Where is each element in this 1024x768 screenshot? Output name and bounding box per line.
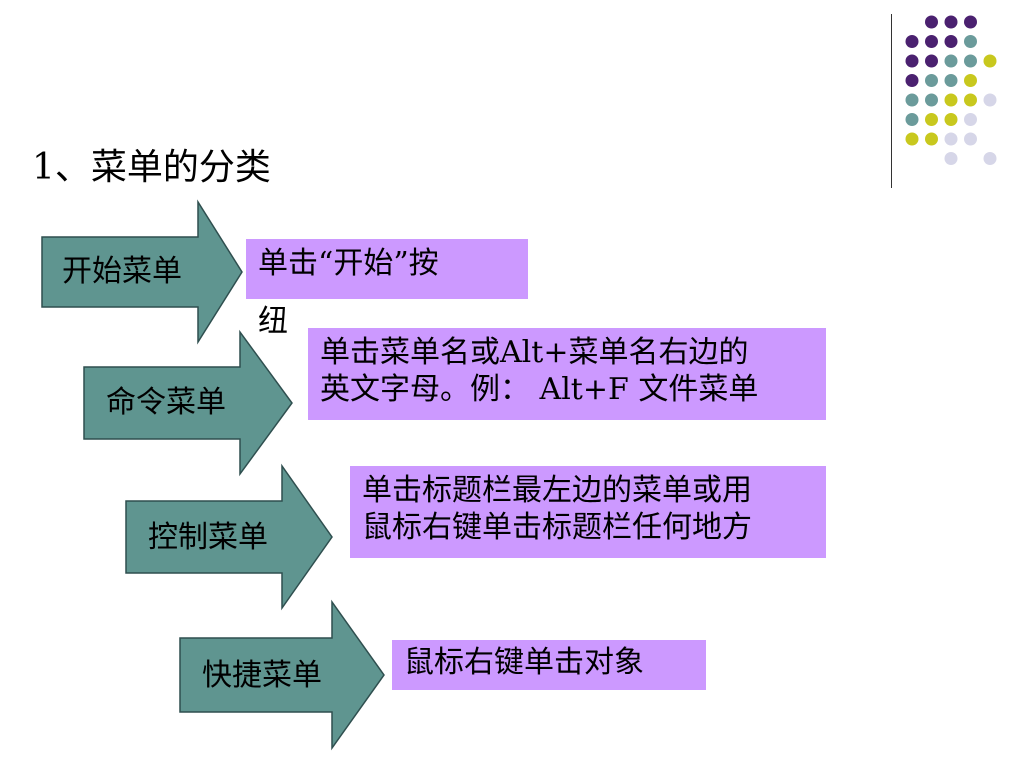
decorative-dot (964, 132, 977, 146)
decorative-dot (964, 93, 977, 107)
decorative-dot (983, 152, 997, 165)
divider-line (891, 14, 892, 188)
arrow-shape (125, 463, 333, 611)
desc-command-menu-line1: 单击菜单名或Alt+菜单名右边的 (320, 335, 749, 370)
decorative-dot (964, 74, 977, 87)
decorative-dot (925, 35, 938, 48)
desc-command-menu: 单击菜单名或Alt+菜单名右边的 英文字母。例： Alt+F 文件菜单 (308, 328, 826, 420)
decorative-dot (925, 132, 938, 146)
decorative-dot (944, 74, 958, 87)
arrow-shortcut-menu: 快捷菜单 (179, 599, 385, 751)
decorative-dot (925, 15, 938, 29)
decorative-dot (944, 132, 958, 146)
decorative-dot (964, 15, 977, 29)
decorative-dot (905, 132, 919, 146)
desc-shortcut-menu-line1: 鼠标右键单击对象 (404, 645, 644, 680)
arrow-label-shortcut-menu: 快捷菜单 (202, 658, 322, 693)
decorative-dot (944, 35, 958, 48)
decorative-dot (905, 54, 919, 68)
desc-shortcut-menu: 鼠标右键单击对象 (392, 640, 706, 690)
decorative-dot (964, 54, 977, 68)
arrow-label-start-menu: 开始菜单 (62, 254, 182, 289)
desc-control-menu-line1: 单击标题栏最左边的菜单或用 (362, 473, 752, 508)
arrow-command-menu: 命令菜单 (83, 329, 293, 477)
arrow-shape (179, 599, 385, 751)
arrow-start-menu: 开始菜单 (41, 199, 243, 345)
decorative-dot (925, 74, 938, 87)
arrow-label-control-menu: 控制菜单 (148, 520, 268, 555)
decorative-dot (944, 93, 958, 107)
arrow-shape (83, 329, 293, 477)
decorative-dot (944, 15, 958, 29)
desc-control-menu: 单击标题栏最左边的菜单或用 鼠标右键单击标题栏任何地方 (350, 466, 826, 558)
decorative-dot (944, 152, 958, 165)
slide-title: 1、菜单的分类 (32, 147, 271, 188)
decorative-dot (944, 54, 958, 68)
decorative-dot (925, 54, 938, 68)
desc-start-menu-line2: 纽 (258, 304, 288, 339)
desc-control-menu-line2: 鼠标右键单击标题栏任何地方 (362, 510, 752, 545)
decorative-dot (905, 113, 919, 126)
desc-command-menu-line2: 英文字母。例： Alt+F 文件菜单 (320, 372, 759, 407)
decorative-dot (983, 93, 997, 107)
decorative-dot (964, 113, 977, 126)
decorative-dot (905, 93, 919, 107)
decorative-dot (905, 35, 919, 48)
decorative-dot (964, 35, 977, 48)
decorative-dot (925, 113, 938, 126)
decorative-dot (944, 113, 958, 126)
decorative-dot (983, 54, 997, 68)
decorative-dot-grid (905, 15, 997, 165)
decorative-dot (905, 74, 919, 87)
desc-start-menu: 单击“开始”按 (246, 239, 528, 299)
arrow-shape (41, 199, 243, 345)
arrow-control-menu: 控制菜单 (125, 463, 333, 611)
desc-start-menu-line1: 单击“开始”按 (258, 246, 439, 281)
decorative-dot (925, 93, 938, 107)
arrow-label-command-menu: 命令菜单 (106, 385, 226, 420)
